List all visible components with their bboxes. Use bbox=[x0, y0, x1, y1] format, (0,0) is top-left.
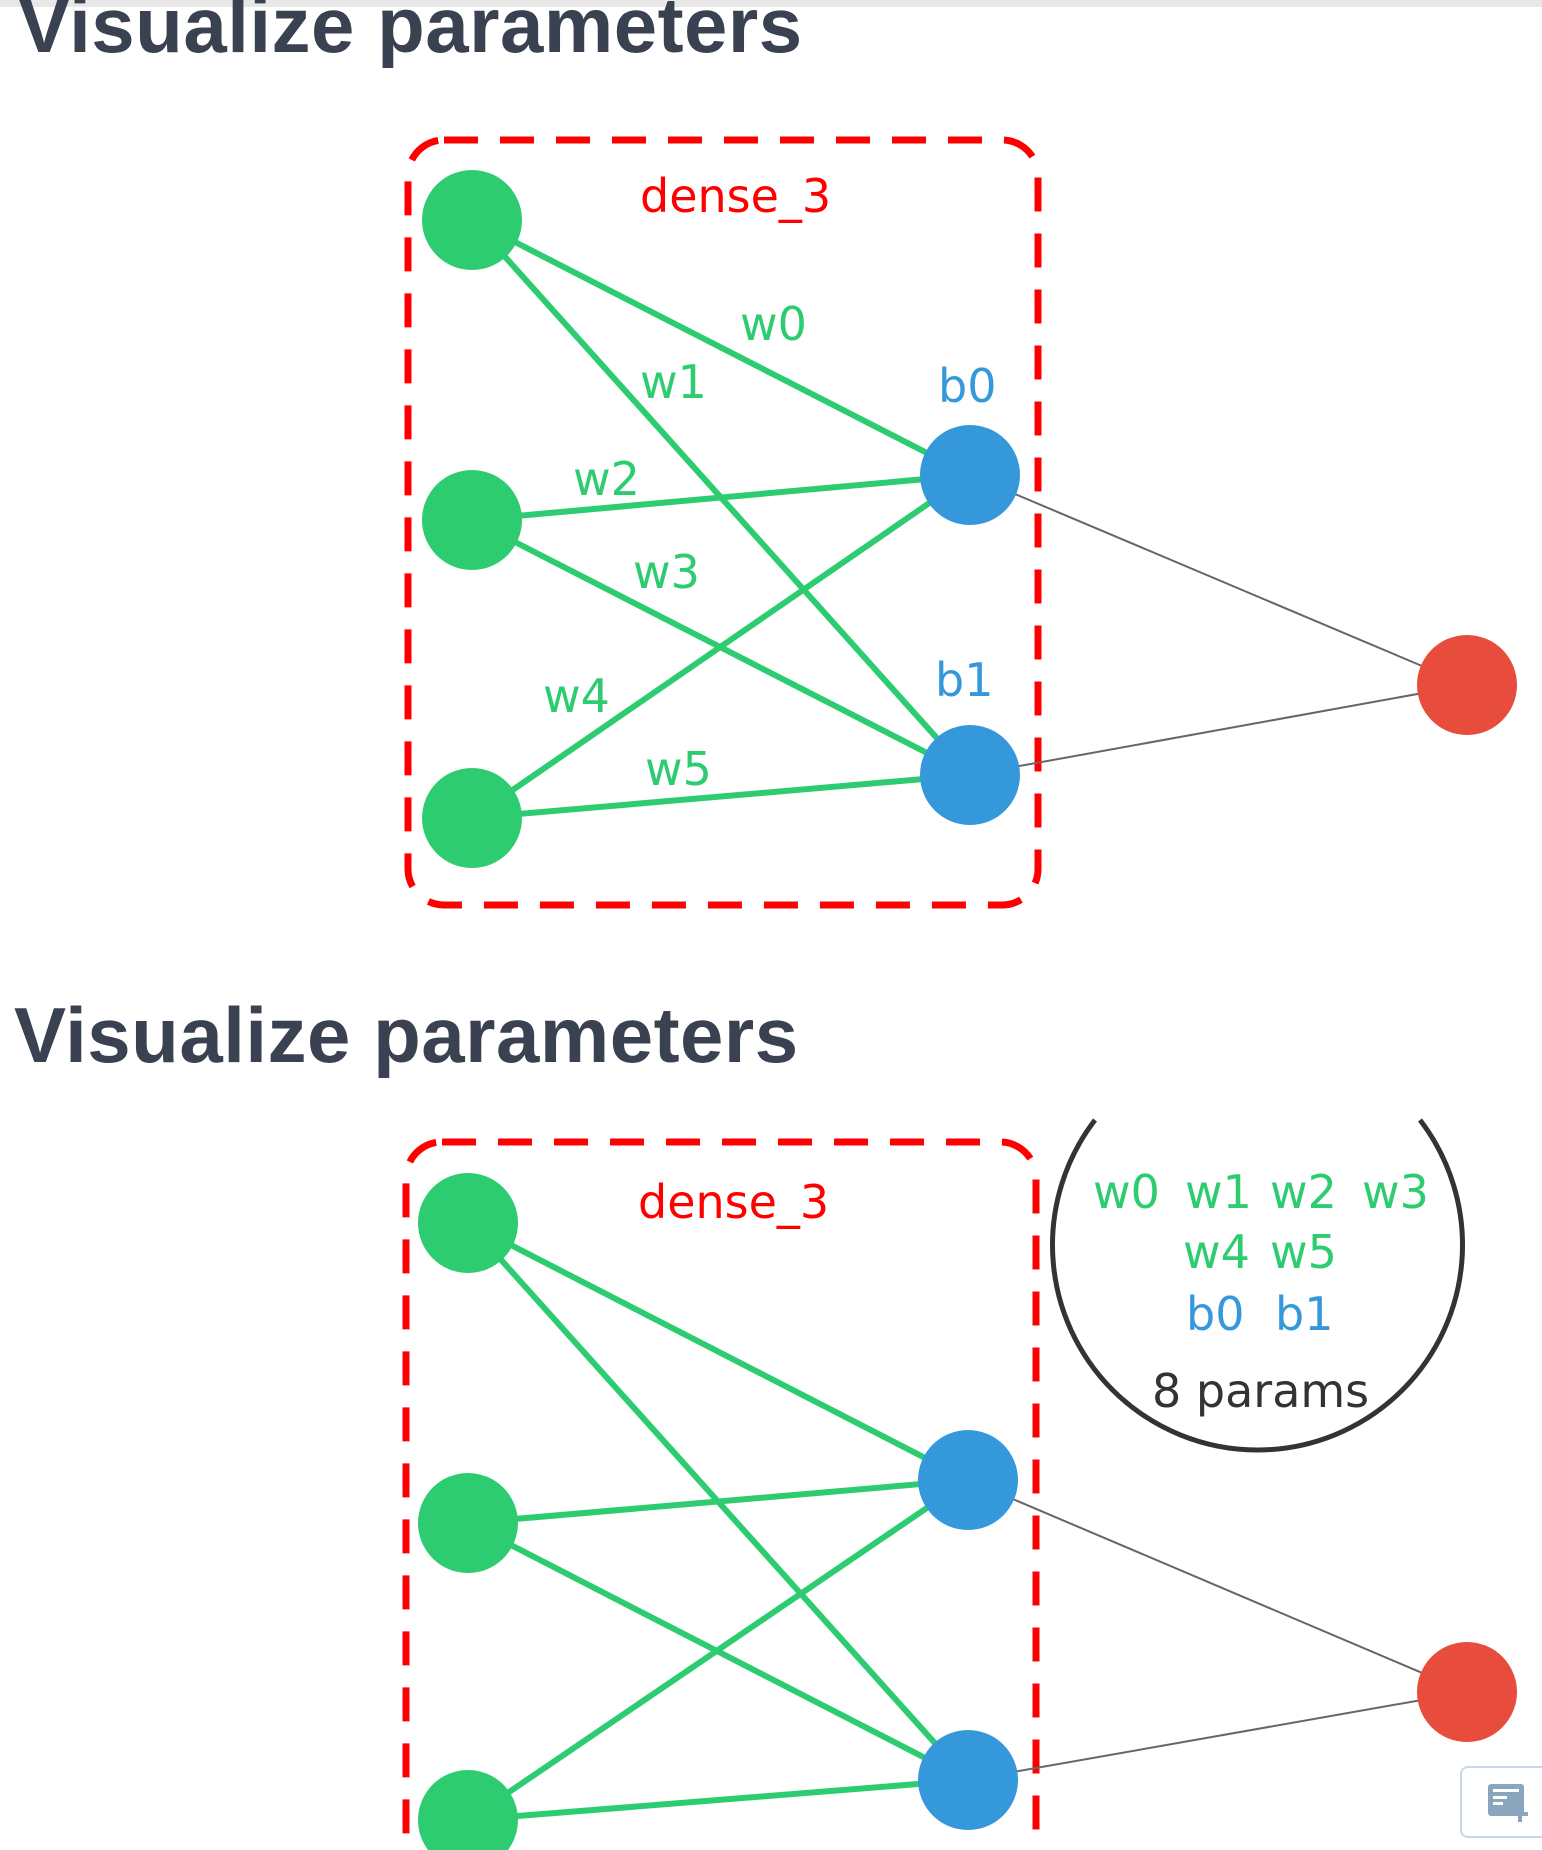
output-node bbox=[1417, 635, 1517, 735]
weight-label: w4 bbox=[1183, 1225, 1250, 1279]
input-node bbox=[422, 170, 522, 270]
bias-label: b1 bbox=[1275, 1287, 1333, 1341]
slide-title-1: Visualize parameters bbox=[18, 0, 803, 69]
slide-title-2: Visualize parameters bbox=[14, 991, 799, 1079]
output-edges bbox=[969, 474, 1468, 776]
top-bar bbox=[0, 0, 1542, 7]
weight-label: w5 bbox=[1270, 1225, 1337, 1279]
layer-box bbox=[404, 136, 1042, 909]
weight-label: w3 bbox=[633, 545, 700, 599]
input-node bbox=[418, 1770, 518, 1850]
diagram-2: dense_3 w0 w1 w2 w3 w4 w5 b0 b1 8 params bbox=[402, 1118, 1517, 1850]
weight-label: w2 bbox=[1270, 1165, 1337, 1219]
param-summary-bubble: w0 w1 w2 w3 w4 w5 b0 b1 8 params bbox=[1050, 1118, 1465, 1453]
weight-label: w0 bbox=[740, 297, 807, 351]
bias-label: b0 bbox=[1186, 1287, 1244, 1341]
add-note-icon bbox=[1488, 1784, 1528, 1822]
weight-edges bbox=[469, 217, 973, 821]
weight-label: w1 bbox=[1185, 1165, 1252, 1219]
bias-label: b1 bbox=[935, 653, 993, 707]
layer-box bbox=[402, 1138, 1040, 1850]
layer-label: dense_3 bbox=[638, 1175, 829, 1229]
hidden-node bbox=[918, 1730, 1018, 1830]
weight-label: w3 bbox=[1362, 1165, 1429, 1219]
hidden-node bbox=[920, 425, 1020, 525]
input-node bbox=[418, 1473, 518, 1573]
diagram-1: dense_3 w0 w1 w2 w3 w4 w5 b0 b1 bbox=[404, 136, 1517, 909]
input-node bbox=[418, 1173, 518, 1273]
weight-label: w4 bbox=[543, 669, 610, 723]
param-count: 8 params bbox=[1152, 1364, 1369, 1418]
bias-label: b0 bbox=[938, 359, 996, 413]
hidden-node bbox=[918, 1430, 1018, 1530]
hidden-node bbox=[920, 725, 1020, 825]
output-node bbox=[1417, 1642, 1517, 1742]
weight-label: w0 bbox=[1093, 1165, 1160, 1219]
output-edges bbox=[967, 1479, 1468, 1781]
weight-label: w1 bbox=[640, 355, 707, 409]
layer-label: dense_3 bbox=[640, 169, 831, 223]
add-note-button[interactable] bbox=[1460, 1766, 1542, 1838]
weight-label: w2 bbox=[573, 452, 640, 506]
weight-label: w5 bbox=[645, 742, 712, 796]
input-node bbox=[422, 768, 522, 868]
weight-edges bbox=[465, 1220, 971, 1823]
input-node bbox=[422, 470, 522, 570]
